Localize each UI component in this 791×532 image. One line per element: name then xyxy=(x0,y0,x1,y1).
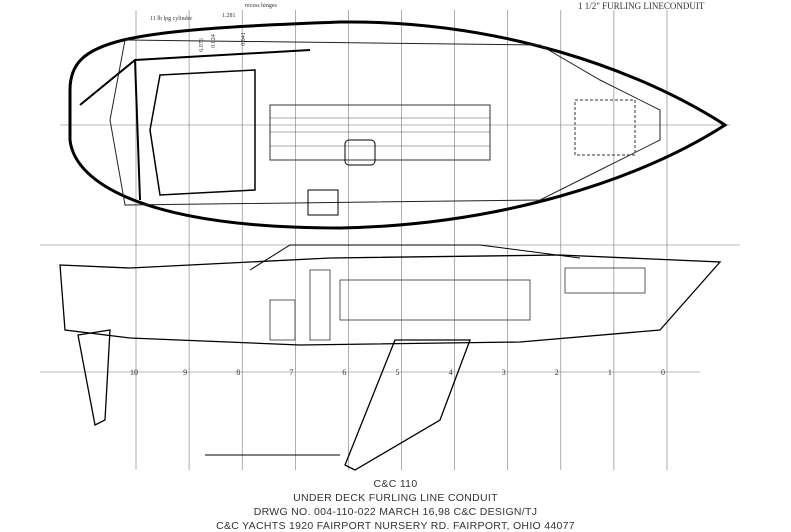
deck-plan-outline xyxy=(68,20,728,230)
cabin-profile xyxy=(249,244,581,271)
cabin-sole xyxy=(269,104,491,161)
station-label: 8 xyxy=(236,368,241,377)
station-label: 2 xyxy=(554,368,559,377)
hull-profile xyxy=(59,254,722,346)
station-label: 3 xyxy=(501,368,506,377)
station-label: 0 xyxy=(661,368,665,377)
cylinder-note: 11 lb lpg cylinder xyxy=(150,16,193,22)
station-label: 6 xyxy=(342,368,347,377)
conduit-note: 1 1/2" FURLING LINECONDUIT xyxy=(578,1,705,11)
cockpit-outline xyxy=(149,69,256,196)
sole-grating xyxy=(270,117,490,147)
dimension-label: 0.941 xyxy=(240,32,247,46)
dimension-label: 0.824 xyxy=(210,34,217,48)
address: C&C YACHTS 1920 FAIRPORT NURSERY RD. FAI… xyxy=(216,520,575,532)
drawing-title: UNDER DECK FURLING LINE CONDUIT xyxy=(293,492,498,504)
cabin-outline xyxy=(109,39,661,206)
keel xyxy=(344,339,471,471)
station-label: 5 xyxy=(395,368,400,377)
model-name: C&C 110 xyxy=(373,478,418,490)
station-label: 10 xyxy=(130,368,138,377)
stove xyxy=(307,189,339,216)
station-label: 7 xyxy=(289,368,294,377)
forward-berth xyxy=(574,99,636,156)
rudder xyxy=(77,329,111,426)
galley-sink xyxy=(344,139,376,166)
station-label: 4 xyxy=(448,368,453,377)
station-label: 9 xyxy=(183,368,188,377)
hinge-note: recess hinges xyxy=(245,3,277,9)
dimension-label: 6.076 xyxy=(198,38,205,52)
dimension-label: 1.281 xyxy=(222,13,236,19)
interior-profile xyxy=(269,267,646,341)
conduit-line xyxy=(79,49,311,201)
station-label: 1 xyxy=(607,368,612,377)
drawing-info: DRWG NO. 004-110-022 MARCH 16,98 C&C DES… xyxy=(253,506,538,518)
